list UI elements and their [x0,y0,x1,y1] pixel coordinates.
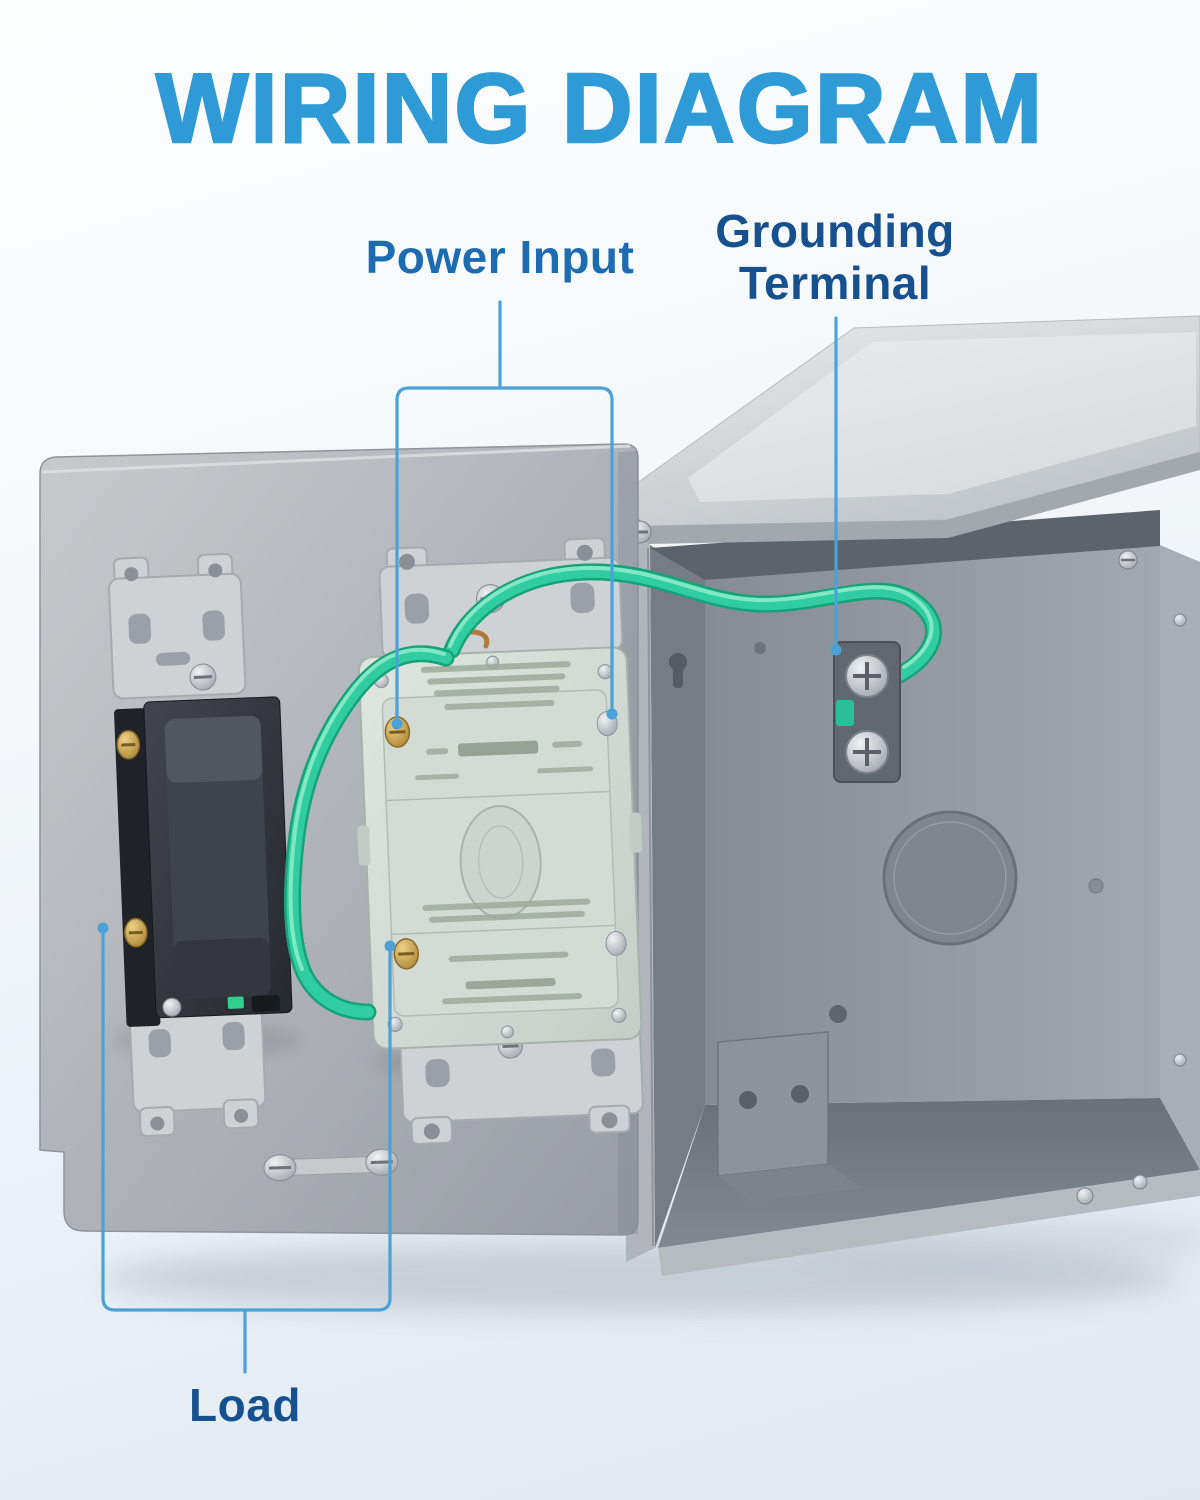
switch-rocker [164,715,272,999]
toggle-switch [114,696,293,1027]
electrical-box [615,315,1200,1276]
leader-dot [830,644,842,656]
load-label: Load [189,1379,301,1431]
wall-hole [829,1005,847,1023]
wall-screw-icon [1118,550,1138,570]
terminal-screw-icon [605,930,627,956]
ground-screw-icon [845,654,889,698]
brass-terminal-screw [116,730,141,760]
plate-top-highlight [41,444,631,474]
ground-wire-loop [284,645,455,1021]
leader-dot [391,718,403,730]
box-right-wall [1160,545,1200,1170]
under-lid-shadow [650,510,1160,580]
wall-dimple [1088,878,1104,894]
leader-dot [606,708,618,720]
box-lid [615,315,1200,544]
leader-dot [97,922,109,934]
outlet-strap [378,537,644,1145]
printed-label-lines [415,661,594,1005]
wall-screw-icon [1173,1053,1187,1067]
ground-wire [443,563,942,723]
ground-wire-clamp [836,700,854,726]
keyhole-slot [669,653,687,688]
power-input-label: Power Input [365,231,635,283]
grounding-terminal-label: Grounding Terminal [650,205,1020,309]
box-left-wall [650,545,705,1248]
rail-screw-icon [1132,1174,1148,1190]
ground-clip [227,996,244,1009]
grounding-terminal-block [833,641,901,783]
mounting-bracket [717,1031,862,1202]
strap-screw-icon [189,663,217,691]
power-input-leader [395,300,614,724]
outlet-device [357,646,643,1050]
rail-screw-icon [1076,1187,1094,1205]
ground-screw-icon [845,730,889,774]
knockout-circle [882,810,1018,946]
grounding-terminal-label-line2: Terminal [738,256,932,309]
load-leader [101,928,392,1374]
box-bottom-rail [658,1170,1200,1276]
brass-terminal-screw [393,938,420,970]
switch-terminal [251,995,281,1012]
plate-link-bar [263,1148,399,1182]
switch-strap [107,552,267,1137]
grounding-terminal-label-line1: Grounding [715,205,955,257]
leader-dot [384,940,396,952]
page-title: WIRING DIAGRAM [155,52,1045,165]
wall-hole [754,642,766,654]
leader-lines [97,300,842,1374]
switch-screw-icon [162,997,182,1017]
brass-terminal-screw [384,716,411,748]
flange-edge [647,547,654,1247]
brass-terminal-screw [124,917,148,948]
wall-screw-icon [1173,613,1187,627]
